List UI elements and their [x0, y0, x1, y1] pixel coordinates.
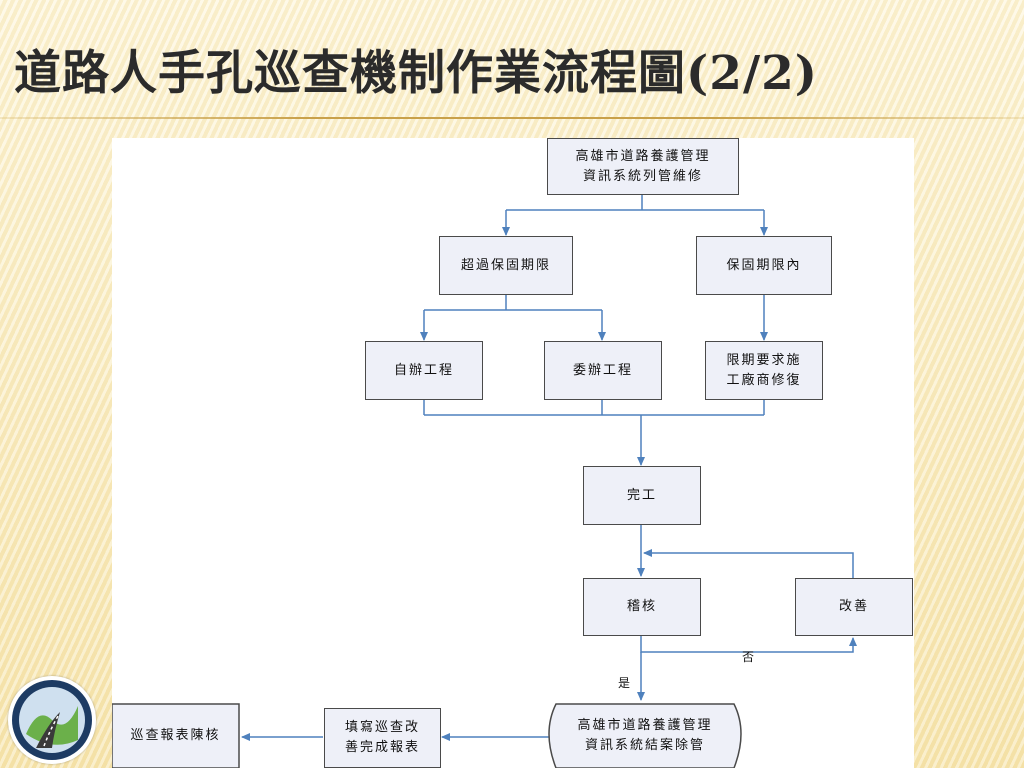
node-vendor-repair: 限期要求施 工廠商修復	[705, 341, 823, 400]
title-divider	[0, 117, 1024, 119]
node-close-case: 高雄市道路養護管理 資訊系統結案除管	[552, 704, 738, 768]
node-vendor-repair-text: 限期要求施 工廠商修復	[726, 352, 802, 388]
node-improve-text: 改善	[838, 599, 869, 614]
label-yes: 是	[618, 676, 631, 690]
report-document-shape	[112, 703, 240, 768]
node-report-review-text: 巡查報表陳核	[130, 728, 221, 743]
node-within-warranty-text: 保固期限內	[726, 257, 802, 273]
node-fill-report-text: 填寫巡查改 善完成報表	[344, 720, 420, 755]
node-completed: 完工	[583, 466, 701, 525]
label-no: 否	[742, 650, 755, 664]
flowchart-connectors	[112, 195, 857, 768]
node-completed-text: 完工	[626, 487, 657, 503]
node-report-review: 巡查報表陳核	[112, 704, 239, 768]
node-over-warranty-text: 超過保固期限	[460, 257, 551, 273]
flowchart-canvas: 高雄市道路養護管理 資訊系統列管維修 超過保固期限 保固期限內 自辦工程 委辦工…	[112, 138, 914, 768]
node-list-maintenance: 高雄市道路養護管理 資訊系統列管維修	[547, 138, 739, 195]
node-audit-text: 稽核	[626, 599, 657, 614]
connector-improve-loop	[643, 549, 854, 578]
organization-logo	[8, 676, 96, 764]
node-audit: 稽核	[583, 578, 701, 636]
node-within-warranty: 保固期限內	[696, 236, 832, 295]
logo-emblem-icon	[12, 680, 92, 760]
node-list-maintenance-text: 高雄市道路養護管理 資訊系統列管維修	[575, 148, 711, 184]
node-close-case-text: 高雄市道路養護管理 資訊系統結案除管	[577, 718, 713, 753]
node-delegated-project-text: 委辦工程	[572, 362, 633, 378]
node-self-project-text: 自辦工程	[393, 362, 454, 378]
node-delegated-project: 委辦工程	[544, 341, 662, 400]
close-document-shape	[548, 703, 742, 768]
slide-title: 道路人手孔巡查機制作業流程圖(2/2)	[14, 46, 819, 101]
node-fill-report: 填寫巡查改 善完成報表	[324, 708, 441, 768]
connector-no-to-improve	[640, 636, 857, 653]
node-self-project: 自辦工程	[365, 341, 483, 400]
node-over-warranty: 超過保固期限	[439, 236, 573, 295]
node-improve: 改善	[795, 578, 913, 636]
